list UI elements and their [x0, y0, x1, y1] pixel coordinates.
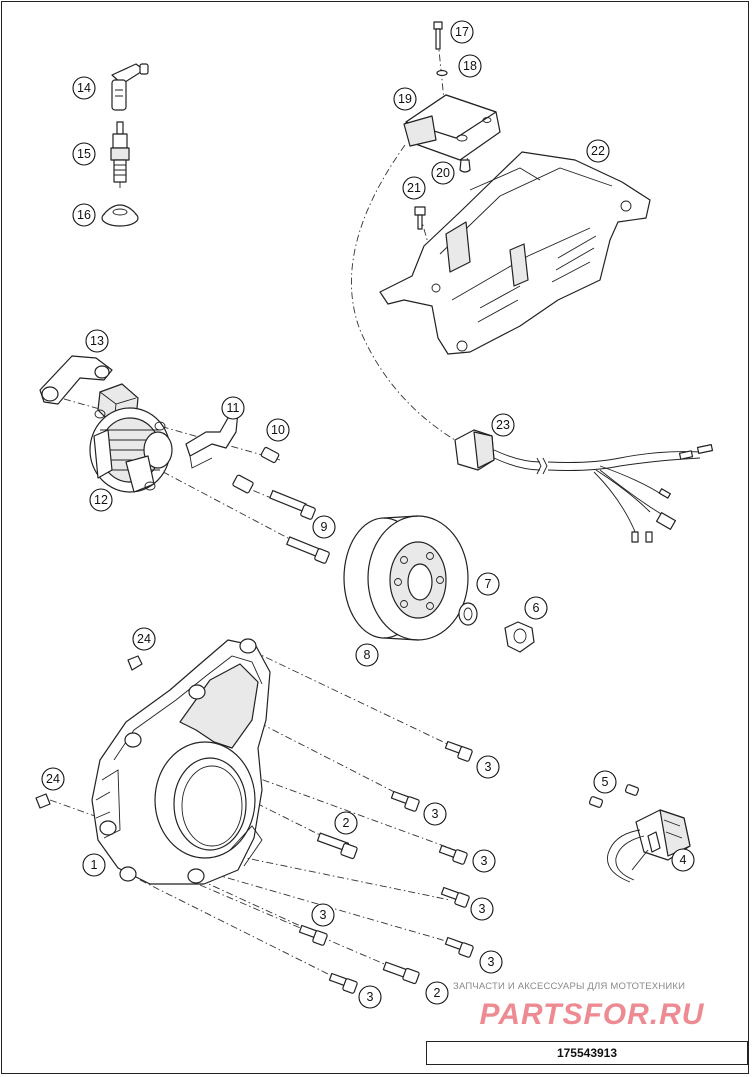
callout-label: 8 — [364, 648, 371, 662]
callout-label: 4 — [680, 853, 687, 867]
callout-label: 16 — [77, 208, 91, 222]
callout-20: 20 — [431, 161, 455, 185]
callout-15: 15 — [72, 142, 96, 166]
callout-label: 3 — [320, 908, 327, 922]
seal-part — [101, 204, 139, 227]
drawing-number: 175543913 — [426, 1041, 748, 1065]
callout-11: 11 — [221, 396, 245, 420]
callout-label: 9 — [321, 520, 328, 534]
callout-3-f: 3 — [479, 950, 503, 974]
callout-5: 5 — [593, 770, 617, 794]
callout-label: 13 — [90, 334, 104, 348]
callout-23: 23 — [491, 413, 515, 437]
wiring-harness-part — [454, 429, 714, 543]
callout-9: 9 — [312, 515, 336, 539]
callout-10: 10 — [266, 418, 290, 442]
callout-label: 20 — [436, 166, 450, 180]
callout-label: 3 — [367, 990, 374, 1004]
callout-16: 16 — [72, 203, 96, 227]
callout-1: 1 — [82, 853, 106, 877]
electronics-holder-part — [379, 151, 651, 355]
holder-screw-part — [414, 206, 426, 230]
rotor-nut-and-washer — [458, 602, 535, 653]
callout-label: 22 — [591, 144, 605, 158]
rotor-part — [343, 515, 469, 641]
callout-label: 17 — [455, 25, 469, 39]
callout-label: 3 — [488, 955, 495, 969]
callout-label: 23 — [496, 418, 510, 432]
cover-bolts — [298, 740, 474, 994]
stator-screws — [232, 446, 330, 564]
callout-label: 24 — [137, 632, 151, 646]
callout-13: 13 — [85, 329, 109, 353]
callout-17: 17 — [450, 20, 474, 44]
callout-label: 7 — [485, 577, 492, 591]
callout-7: 7 — [476, 572, 500, 596]
callout-12: 12 — [89, 488, 113, 512]
callout-label: 11 — [227, 401, 240, 415]
callout-label: 14 — [77, 81, 91, 95]
control-unit-part — [403, 94, 501, 161]
callout-21: 21 — [402, 176, 426, 200]
callout-2-a: 2 — [334, 811, 358, 835]
callout-8: 8 — [355, 643, 379, 667]
callout-6: 6 — [524, 596, 548, 620]
watermark-logo: PARTSFOR.RU — [480, 998, 705, 1031]
callout-3-d: 3 — [470, 897, 494, 921]
callout-label: 2 — [343, 816, 350, 830]
callout-label: 5 — [602, 775, 609, 789]
callout-18: 18 — [458, 54, 482, 78]
callout-label: 15 — [77, 147, 91, 161]
ignition-cover-part — [91, 638, 271, 885]
callout-2-b: 2 — [425, 981, 449, 1005]
callout-label: 21 — [407, 181, 421, 195]
callout-19: 19 — [393, 87, 417, 111]
callout-label: 24 — [46, 772, 60, 786]
callout-label: 1 — [91, 858, 98, 872]
callout-24-left: 24 — [41, 767, 65, 791]
callout-label: 2 — [434, 986, 441, 1000]
callout-label: 6 — [533, 601, 540, 615]
callout-3-b: 3 — [423, 802, 447, 826]
callout-3-a: 3 — [476, 755, 500, 779]
callout-label: 3 — [481, 854, 488, 868]
assembly-lines — [49, 39, 469, 986]
callout-3-g: 3 — [358, 985, 382, 1009]
callout-3-e: 3 — [311, 903, 335, 927]
callout-label: 19 — [398, 92, 412, 106]
callout-label: 10 — [271, 423, 285, 437]
stator-part — [89, 407, 173, 493]
plugs — [35, 655, 143, 809]
callout-24-top: 24 — [132, 627, 156, 651]
watermark-caption: ЗАПЧАСТИ И АКСЕССУАРЫ ДЛЯ МОТОТЕХНИКИ — [453, 981, 686, 992]
callout-14: 14 — [72, 76, 96, 100]
spark-plug-part — [110, 121, 130, 188]
callout-label: 12 — [94, 493, 108, 507]
callout-label: 3 — [485, 760, 492, 774]
callout-label: 3 — [432, 807, 439, 821]
ignition-coil-part — [588, 784, 691, 883]
callout-label: 18 — [463, 59, 477, 73]
callout-label: 3 — [479, 902, 486, 916]
callout-4: 4 — [671, 848, 695, 872]
top-hardware — [433, 21, 471, 173]
callout-3-c: 3 — [472, 849, 496, 873]
spark-plug-connector-part — [111, 63, 149, 111]
watermark-logo-text: PARTSFOR.RU — [480, 998, 705, 1031]
callout-22: 22 — [586, 139, 610, 163]
